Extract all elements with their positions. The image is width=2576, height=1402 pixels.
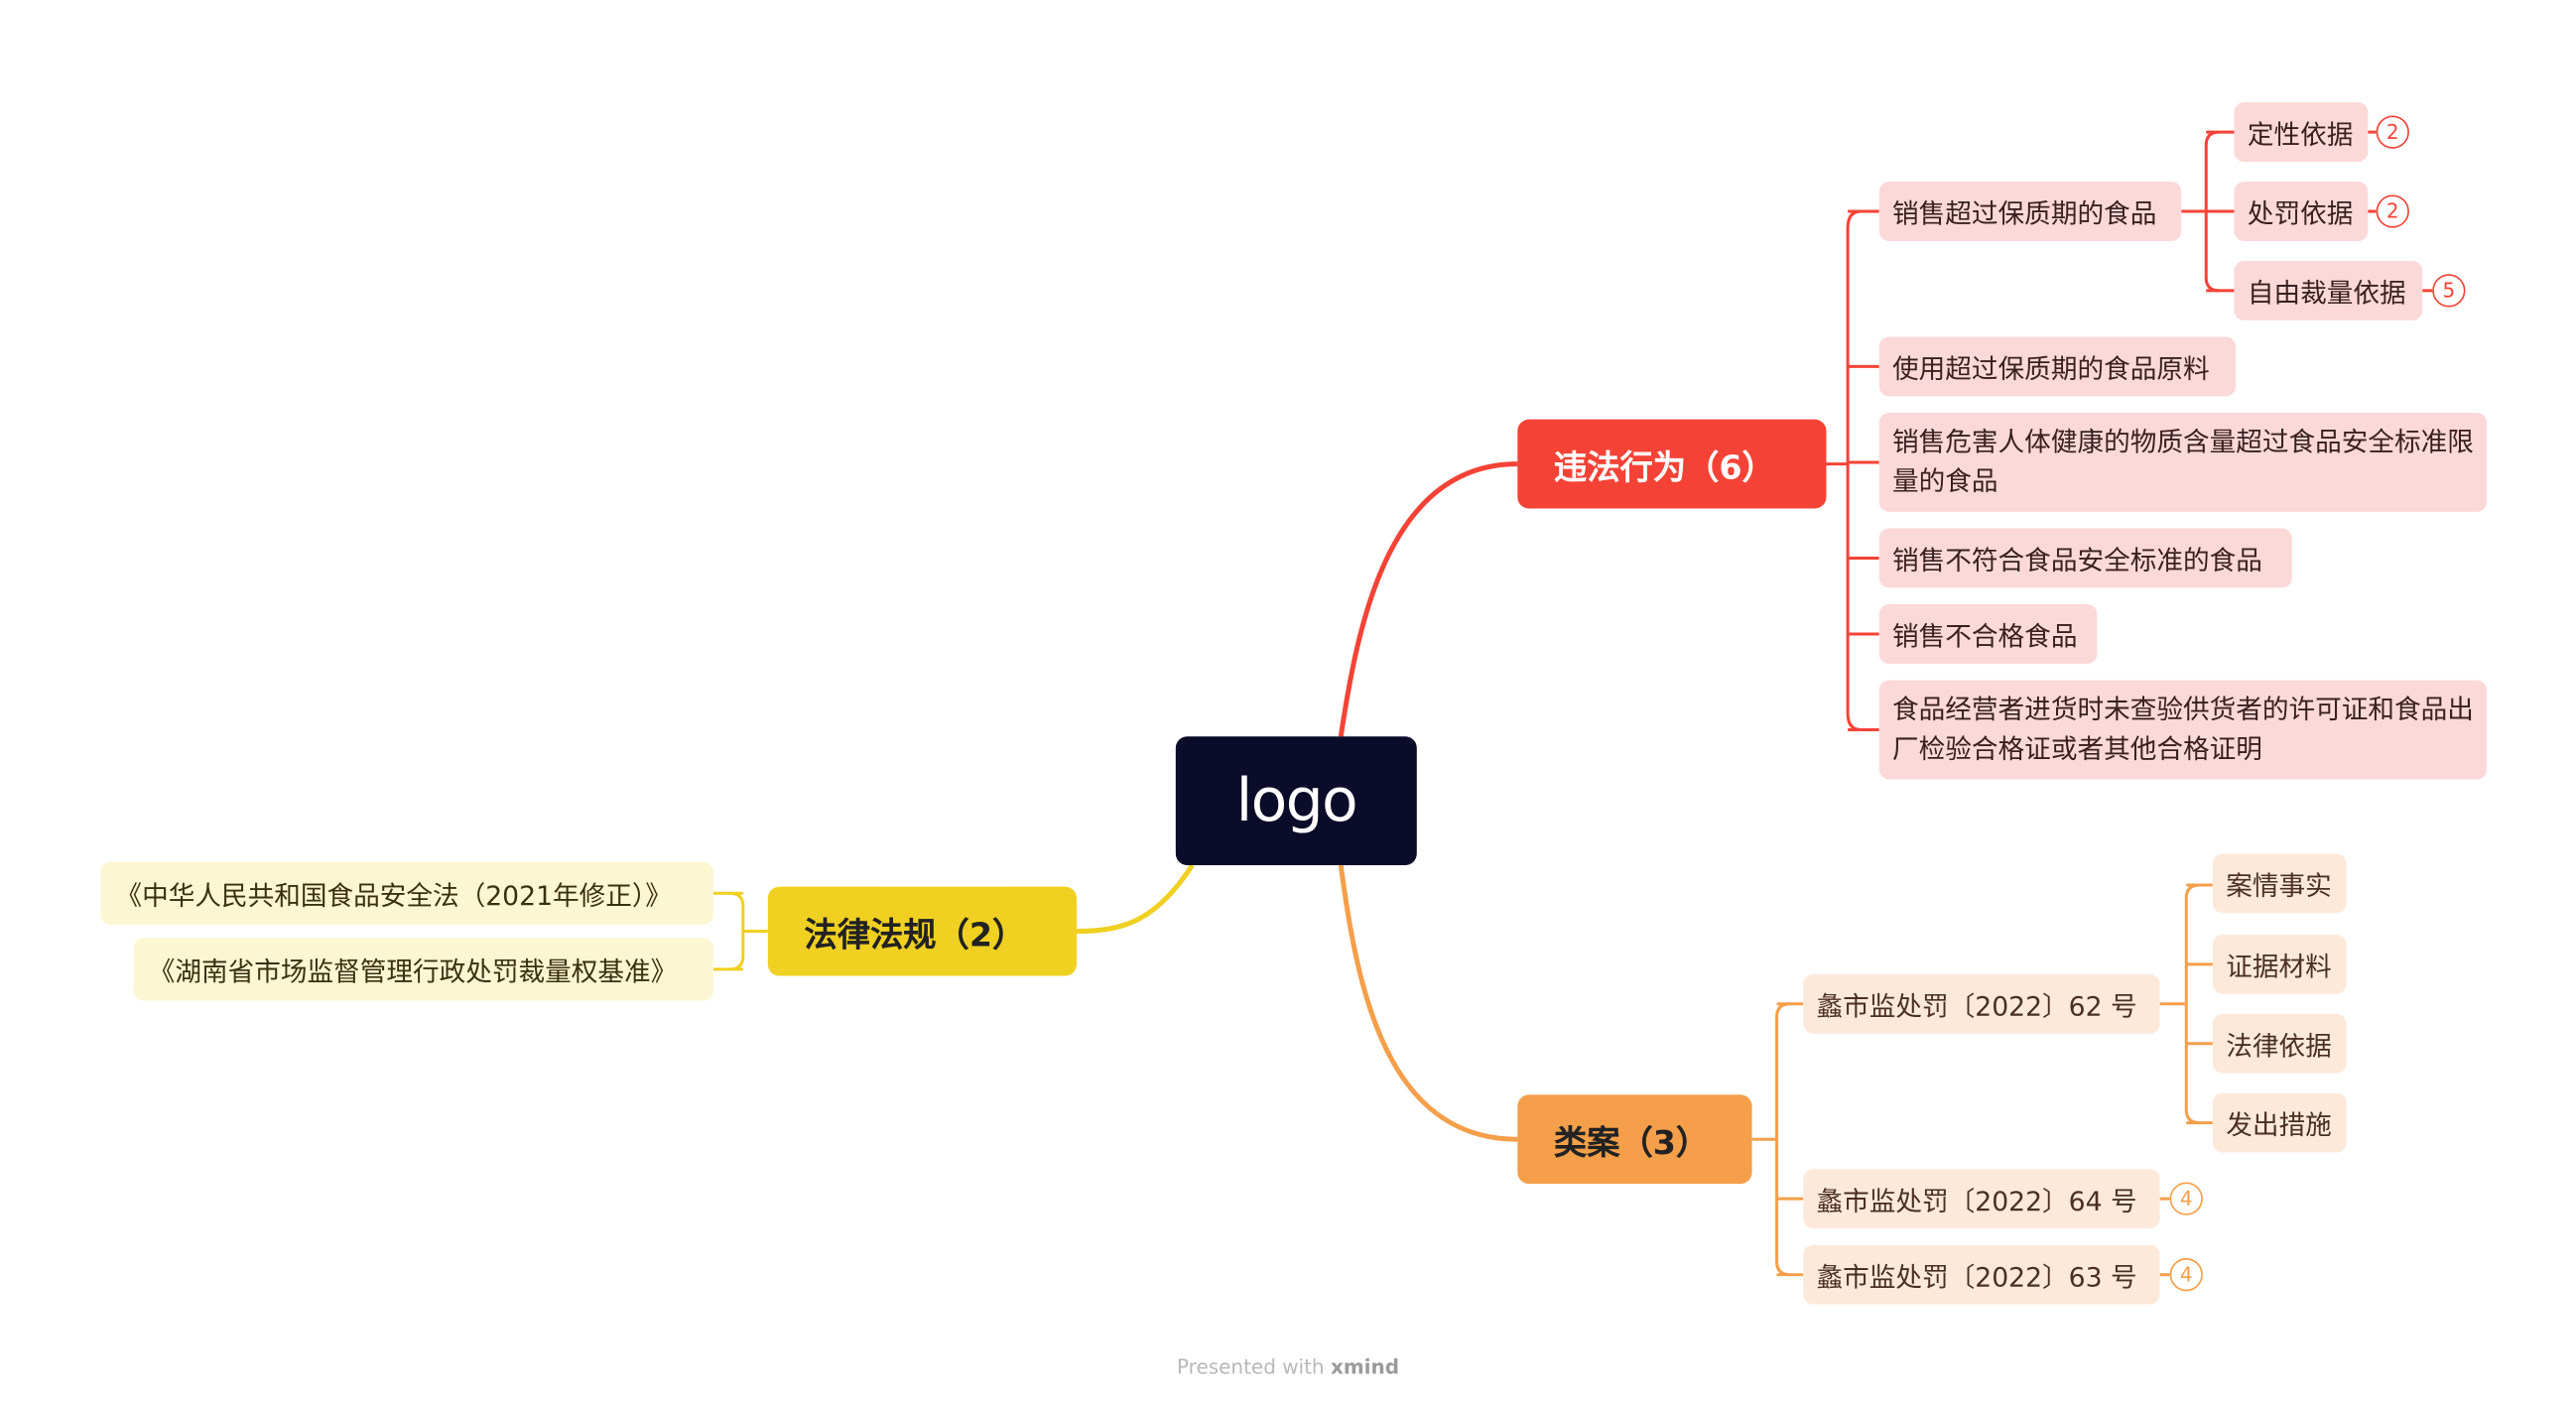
subtopic-issued-measures[interactable]: 发出措施 [2212, 1092, 2347, 1153]
collapsed-count-badge[interactable]: 2 [2376, 115, 2409, 149]
subtopic-harmful-substance-food[interactable]: 销售危害人体健康的物质含量超过食品安全标准限量的食品 [1878, 413, 2488, 512]
subtopic-discretion-basis[interactable]: 自由裁量依据 [2234, 260, 2423, 320]
links-laws [712, 891, 768, 971]
links-violations [1826, 130, 2433, 732]
main-topic-laws[interactable]: 法律法规（2） [767, 886, 1077, 976]
collapsed-count-badge[interactable]: 4 [2169, 1258, 2203, 1292]
link-root-laws [1076, 863, 1195, 935]
subtopic-legal-basis[interactable]: 法律依据 [2212, 1013, 2347, 1074]
subtopic-case-facts[interactable]: 案情事实 [2212, 853, 2347, 914]
collapsed-count-badge[interactable]: 2 [2376, 194, 2409, 228]
main-topic-cases[interactable]: 类案（3） [1517, 1094, 1752, 1185]
subtopic-evidence[interactable]: 证据材料 [2212, 934, 2347, 994]
subtopic-qualitative-basis[interactable]: 定性依据 [2234, 102, 2369, 163]
subtopic-hunan-discretion-standard[interactable]: 《湖南省市场监督管理行政处罚裁量权基准》 [133, 938, 713, 1001]
subtopic-penalty-basis[interactable]: 处罚依据 [2234, 182, 2369, 241]
links-cases [1751, 883, 2213, 1277]
main-topic-violations[interactable]: 违法行为（6） [1517, 419, 1827, 509]
subtopic-case-63[interactable]: 蠡市监处罚〔2022〕63 号 [1803, 1244, 2160, 1305]
subtopic-food-safety-law[interactable]: 《中华人民共和国食品安全法（2021年修正）》 [100, 861, 713, 925]
subtopic-unqualified-food[interactable]: 销售不合格食品 [1878, 604, 2098, 664]
subtopic-nonstandard-food[interactable]: 销售不符合食品安全标准的食品 [1878, 528, 2292, 588]
collapsed-count-badge[interactable]: 5 [2432, 274, 2466, 308]
collapsed-count-badge[interactable]: 4 [2169, 1182, 2203, 1215]
subtopic-use-expired-ingredients[interactable]: 使用超过保质期的食品原料 [1878, 336, 2237, 397]
subtopic-case-64[interactable]: 蠡市监处罚〔2022〕64 号 [1803, 1169, 2160, 1229]
link-root-cases [1338, 864, 1518, 1142]
presented-with-footer: Presented with xmind [0, 1355, 2576, 1378]
subtopic-unverified-supplier[interactable]: 食品经营者进货时未查验供货者的许可证和食品出厂检验合格证或者其他合格证明 [1878, 680, 2488, 780]
central-topic-logo[interactable]: logo [1175, 736, 1417, 865]
subtopic-sell-expired-food[interactable]: 销售超过保质期的食品 [1878, 182, 2182, 241]
xmind-brand: xmind [1330, 1355, 1400, 1379]
subtopic-case-62[interactable]: 蠡市监处罚〔2022〕62 号 [1803, 973, 2160, 1034]
link-root-violations [1338, 461, 1518, 737]
footer-prefix: Presented with [1176, 1355, 1325, 1379]
